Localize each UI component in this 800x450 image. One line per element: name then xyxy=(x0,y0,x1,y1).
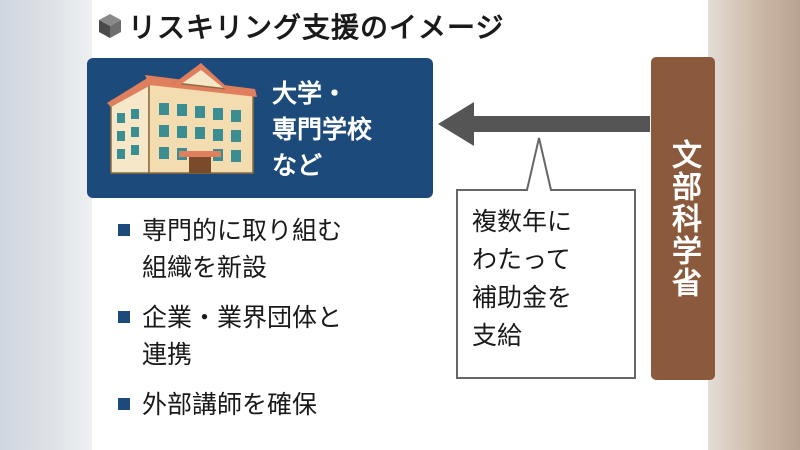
support-line: 複数年に xyxy=(472,207,573,236)
square-bullet-icon xyxy=(118,311,130,323)
support-text: 複数年に わたって 補助金を 支給 xyxy=(472,203,632,355)
school-building-icon xyxy=(107,63,257,174)
support-line: 補助金を xyxy=(472,283,573,312)
blurred-background-left xyxy=(0,0,92,450)
list-item-line: 組織を新設 xyxy=(142,253,268,282)
square-bullet-icon xyxy=(118,398,130,410)
left-arrow-icon xyxy=(438,102,650,146)
cube-icon xyxy=(99,14,121,38)
list-item: 外部講師を確保 xyxy=(118,386,438,423)
list-item-line: 外部講師を確保 xyxy=(142,390,318,419)
ministry-label: 文部科学省 xyxy=(666,138,701,299)
title-row: リスキリング支援のイメージ xyxy=(98,4,504,48)
list-item: 専門的に取り組む 組織を新設 xyxy=(118,212,438,286)
action-list: 専門的に取り組む 組織を新設 企業・業界団体と 連携 外部講師を確保 xyxy=(118,212,438,436)
blurred-background-right xyxy=(708,0,800,450)
institution-line: など xyxy=(272,151,323,180)
list-item-line: 連携 xyxy=(142,340,193,369)
institution-line: 大学・ xyxy=(272,79,348,108)
callout-bubble xyxy=(456,137,636,379)
institution-label: 大学・ 専門学校 など xyxy=(272,76,432,184)
institution-line: 専門学校 xyxy=(272,115,373,144)
list-item-line: 企業・業界団体と xyxy=(142,303,343,332)
list-item: 企業・業界団体と 連携 xyxy=(118,299,438,373)
square-bullet-icon xyxy=(118,224,130,236)
support-line: 支給 xyxy=(472,321,523,350)
page-title: リスキリング支援のイメージ xyxy=(128,11,505,44)
list-item-line: 専門的に取り組む xyxy=(142,216,343,245)
ministry-box: 文部科学省 xyxy=(651,57,715,380)
support-line: わたって xyxy=(472,245,571,274)
